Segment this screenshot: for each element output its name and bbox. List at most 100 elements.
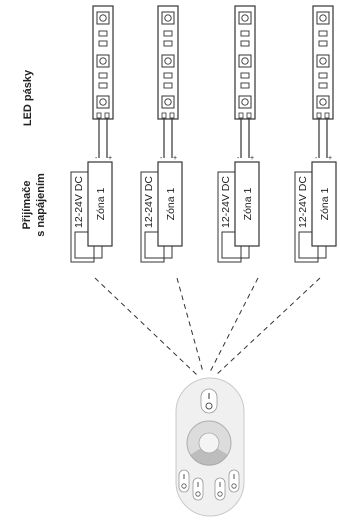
- resistor: [240, 82, 250, 89]
- zone-off-icon: [231, 483, 237, 489]
- receiver-power-label: 12-24V DC: [297, 176, 309, 228]
- receiver-zone-label: Zóna 1: [242, 188, 254, 221]
- unit-3: - + Zóna 1 12-24V DC: [217, 5, 260, 263]
- resistor: [98, 82, 108, 89]
- led-chip: [238, 54, 252, 68]
- signal-line-1: [94, 277, 198, 376]
- zone-off-icon: [195, 491, 201, 497]
- signal-line-4: [215, 277, 321, 376]
- polarity-plus: +: [250, 155, 254, 162]
- led-chip: [316, 54, 330, 68]
- polarity-minus: -: [95, 155, 98, 162]
- receiver-zone-label: Zóna 1: [165, 188, 177, 221]
- receiver-zone-label: Zóna 1: [319, 188, 331, 221]
- power-lead-1: [217, 171, 242, 263]
- polarity-minus: -: [315, 155, 318, 162]
- color-dial-shade: [190, 443, 228, 466]
- led-chip-lens: [241, 57, 249, 65]
- led-chip: [161, 95, 175, 109]
- led-chip-lens: [99, 98, 107, 106]
- power-lead-1: [70, 171, 95, 263]
- resistor: [163, 30, 173, 37]
- led-strips-label: LED pásky: [22, 69, 34, 126]
- zone-buttons: [178, 469, 240, 501]
- resistor: [163, 72, 173, 79]
- unit-1: - + Zóna 1 12-24V DC: [70, 5, 114, 263]
- zone-off-icon: [181, 483, 187, 489]
- receiver-power-label: 12-24V DC: [73, 176, 85, 228]
- led-chip: [316, 11, 330, 25]
- signal-line-2: [176, 277, 204, 373]
- receiver-box: [234, 161, 260, 247]
- receivers-label-line1: Přijímače: [21, 181, 33, 230]
- led-chip-lens: [241, 14, 249, 22]
- solder-pad: [104, 112, 110, 119]
- led-chip-lens: [241, 98, 249, 106]
- unit-2: - + Zóna 1 12-24V DC: [140, 5, 183, 263]
- receivers-label-line2: s napájením: [35, 173, 47, 237]
- signal-lines: [94, 277, 321, 376]
- receiver-power-label: 12-24V DC: [143, 176, 155, 228]
- polarity-plus: +: [328, 155, 332, 162]
- led-chip: [96, 11, 110, 25]
- power-lead-2: [144, 231, 173, 259]
- polarity-minus: -: [160, 155, 163, 162]
- solder-pad: [96, 112, 102, 119]
- zone-off-icon: [217, 491, 223, 497]
- receiver-zone-label: Zóna 1: [95, 188, 107, 221]
- led-chip-lens: [99, 14, 107, 22]
- unit-4: - + Zóna 1 12-24V DC: [294, 5, 337, 263]
- power-button[interactable]: [200, 388, 218, 414]
- resistor: [98, 40, 108, 47]
- resistor: [240, 30, 250, 37]
- solder-pad: [161, 112, 167, 119]
- zone-button-1[interactable]: [178, 469, 190, 493]
- power-lead-2: [298, 231, 327, 259]
- solder-pad: [324, 112, 330, 119]
- zone-button-3[interactable]: [214, 477, 226, 501]
- receiver-box: [87, 161, 113, 247]
- led-chip: [161, 11, 175, 25]
- polarity-plus: +: [108, 155, 112, 162]
- led-chip: [238, 11, 252, 25]
- resistor: [163, 82, 173, 89]
- zone-button-4[interactable]: [228, 469, 240, 493]
- resistor: [240, 72, 250, 79]
- led-chip-lens: [319, 14, 327, 22]
- zone-button-2[interactable]: [192, 477, 204, 501]
- power-lead-1: [294, 171, 319, 263]
- led-chip: [238, 95, 252, 109]
- resistor: [98, 30, 108, 37]
- power-lead-1: [140, 171, 165, 263]
- receiver-power-label: 12-24V DC: [220, 176, 232, 228]
- led-chip: [316, 95, 330, 109]
- polarity-plus: +: [173, 155, 177, 162]
- led-chip-lens: [319, 57, 327, 65]
- receiver-box: [311, 161, 337, 247]
- polarity-minus: -: [237, 155, 240, 162]
- solder-pad: [238, 112, 244, 119]
- resistor: [318, 30, 328, 37]
- power-off-icon: [205, 402, 213, 410]
- resistor: [318, 72, 328, 79]
- solder-pad: [316, 112, 322, 119]
- remote-control: [175, 377, 245, 517]
- led-chip: [96, 54, 110, 68]
- units-group: - + Zóna 1 12-24V DC - + Zóna 1 12-24V DC - + Zóna…: [70, 5, 337, 263]
- resistor: [318, 82, 328, 89]
- led-chip-lens: [164, 14, 172, 22]
- resistor: [318, 40, 328, 47]
- led-chip-lens: [319, 98, 327, 106]
- led-chip: [96, 95, 110, 109]
- led-chip-lens: [99, 57, 107, 65]
- solder-pad: [169, 112, 175, 119]
- solder-pad: [246, 112, 252, 119]
- color-dial-center[interactable]: [198, 432, 220, 454]
- power-lead-2: [221, 231, 250, 259]
- led-chip: [161, 54, 175, 68]
- resistor: [98, 72, 108, 79]
- led-chip-lens: [164, 98, 172, 106]
- led-chip-lens: [164, 57, 172, 65]
- power-lead-2: [74, 231, 103, 259]
